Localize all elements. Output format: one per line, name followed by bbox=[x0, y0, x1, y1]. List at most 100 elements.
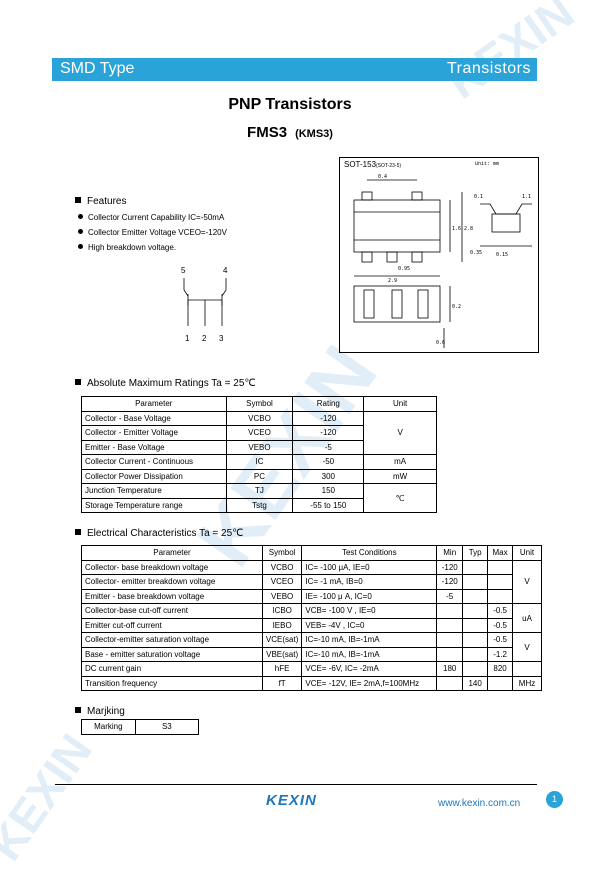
square-bullet-icon bbox=[75, 529, 81, 536]
cell-parameter: Emitter - Base Voltage bbox=[81, 439, 227, 455]
header-unit: Unit bbox=[512, 545, 542, 561]
cell-min: -120 bbox=[436, 574, 464, 590]
feature-item: High breakdown voltage. bbox=[78, 243, 176, 252]
cell-min bbox=[436, 603, 464, 619]
cell-max: -0.5 bbox=[487, 617, 514, 633]
page-number-badge: 1 bbox=[546, 791, 563, 808]
cell-conditions: IC= -100 μA, IE=0 bbox=[301, 559, 438, 575]
cell-marking-value: S3 bbox=[134, 719, 200, 735]
cell-unit: V bbox=[512, 559, 542, 604]
watermark-kexin-top: KEXIN bbox=[437, 0, 583, 109]
header-test-conditions: Test Conditions bbox=[301, 545, 438, 561]
header-rating: Rating bbox=[292, 396, 365, 412]
bullet-icon bbox=[78, 214, 83, 220]
features-title: Features bbox=[87, 196, 127, 207]
header-typ: Typ bbox=[462, 545, 489, 561]
pinout-svg bbox=[183, 278, 227, 326]
cell-max bbox=[487, 588, 514, 604]
cell-rating: -120 bbox=[292, 425, 365, 441]
package-outline-svg: 0.4 1.6 2.8 0.95 2.9 1.1 0.15 0.35 0.1 0… bbox=[353, 174, 532, 348]
package-body-side-view bbox=[353, 285, 441, 323]
elec-char-heading: Electrical Characteristics Ta = 25℃ bbox=[75, 528, 243, 539]
abs-max-heading: Absolute Maximum Ratings Ta = 25℃ bbox=[75, 378, 256, 389]
header-symbol: Symbol bbox=[261, 545, 303, 561]
cell-rating: 300 bbox=[292, 468, 365, 484]
dim-width-leads: 0.4 bbox=[378, 174, 387, 180]
cell-min: 180 bbox=[436, 661, 464, 677]
footer-website-link[interactable]: www.kexin.com.cn bbox=[438, 798, 521, 809]
package-drawing: SOT-153(SOT-23-5) Unit: mm bbox=[339, 157, 539, 353]
header-parameter: Parameter bbox=[81, 396, 227, 412]
cell-unit: mA bbox=[363, 454, 437, 470]
table-row: Collector-emitter saturation voltage VCE… bbox=[81, 632, 542, 662]
cell-parameter: Collector - Base Voltage bbox=[81, 410, 227, 426]
cell-symbol: VCEO bbox=[261, 574, 303, 590]
cell-rating: -5 bbox=[292, 439, 365, 455]
package-sub: (SOT-23-5) bbox=[376, 163, 402, 169]
lead-3 bbox=[411, 251, 423, 263]
cell-typ bbox=[462, 603, 489, 619]
dim-length: 2.9 bbox=[388, 278, 397, 284]
square-bullet-icon bbox=[75, 707, 81, 714]
cell-typ bbox=[462, 617, 489, 633]
cell-symbol: VBE(sat) bbox=[261, 646, 303, 662]
cell-symbol: VCBO bbox=[225, 410, 294, 426]
cell-typ bbox=[462, 574, 489, 590]
header-unit: Unit bbox=[363, 396, 437, 412]
cell-rating: -55 to 150 bbox=[292, 497, 365, 513]
cell-typ: 140 bbox=[462, 675, 489, 691]
footer-divider bbox=[55, 784, 537, 785]
table-header-row: Parameter Symbol Test Conditions Min Typ… bbox=[81, 545, 542, 561]
pin-label-4: 4 bbox=[223, 266, 228, 275]
cell-parameter: Storage Temperature range bbox=[81, 497, 227, 513]
cell-unit bbox=[512, 661, 542, 677]
watermark-kexin-bottom: KEXIN bbox=[0, 724, 102, 870]
dim-body-width: 1.6 bbox=[452, 226, 461, 232]
table-row: Collector - Base Voltage VCBO -120 V bbox=[81, 410, 437, 455]
cell-symbol: VCBO bbox=[261, 559, 303, 575]
cell-min bbox=[436, 617, 464, 633]
dim-pitch: 0.95 bbox=[398, 266, 410, 272]
cell-symbol: VEBO bbox=[225, 439, 294, 455]
cell-conditions: VEB= -4V , IC=0 bbox=[301, 617, 438, 633]
features-heading: Features bbox=[75, 196, 126, 207]
bullet-icon bbox=[78, 229, 83, 235]
cell-rating: -50 bbox=[292, 454, 365, 470]
dim-total-width: 2.8 bbox=[464, 226, 473, 232]
table-row: DC current gain hFE VCE= -6V, IC= -2mA 1… bbox=[81, 661, 542, 677]
header-transistors: Transistors bbox=[446, 60, 531, 77]
table-row: Collector Power Dissipation PC 300 mW bbox=[81, 468, 437, 484]
dim-lead-length: 0.35 bbox=[470, 250, 482, 256]
feature-item: Collector Emitter Voltage VCEO=-120V bbox=[78, 228, 227, 237]
feature-text: Collector Current Capability IC=-50mA bbox=[88, 213, 225, 222]
cell-symbol: VCE(sat) bbox=[261, 632, 303, 648]
table-row: Collector- emitter breakdown voltage VCE… bbox=[81, 574, 542, 590]
dim-lead-thickness: 0.15 bbox=[496, 252, 508, 258]
lead-2 bbox=[386, 251, 398, 263]
cell-symbol: fT bbox=[261, 675, 303, 691]
cell-max: 820 bbox=[487, 661, 514, 677]
cell-unit: MHz bbox=[512, 675, 542, 691]
pin-label-2: 2 bbox=[202, 334, 207, 343]
abs-max-table: Parameter Symbol Rating Unit Collector -… bbox=[81, 396, 437, 513]
table-row: Collector Current - Continuous IC -50 mA bbox=[81, 454, 437, 470]
cell-max: -0.5 bbox=[487, 603, 514, 619]
table-row: Emitter - base breakdown voltage VEBO IE… bbox=[81, 588, 542, 604]
cell-symbol: IC bbox=[225, 454, 294, 470]
table-row: Storage Temperature range Tstg -55 to 15… bbox=[81, 497, 437, 513]
cell-min: -5 bbox=[436, 588, 464, 604]
table-row: Collector-base cut-off current ICBO VCB=… bbox=[81, 603, 542, 633]
part-alt-name: (KMS3) bbox=[295, 128, 333, 140]
dim-height: 1.1 bbox=[522, 194, 531, 200]
header-min: Min bbox=[436, 545, 464, 561]
page-title: PNP Transistors bbox=[228, 96, 352, 113]
pin-label-3: 3 bbox=[219, 334, 224, 343]
dim-foot-length: 0.6 bbox=[436, 340, 445, 346]
cell-parameter: DC current gain bbox=[81, 661, 263, 677]
dim-standoff: 0.1 bbox=[474, 194, 483, 200]
cell-typ bbox=[462, 588, 489, 604]
cell-unit: mW bbox=[363, 468, 437, 484]
cell-conditions: IE= -100 μ A, IC=0 bbox=[301, 588, 438, 604]
feature-text: High breakdown voltage. bbox=[88, 243, 177, 252]
part-name: FMS3 bbox=[247, 124, 288, 141]
